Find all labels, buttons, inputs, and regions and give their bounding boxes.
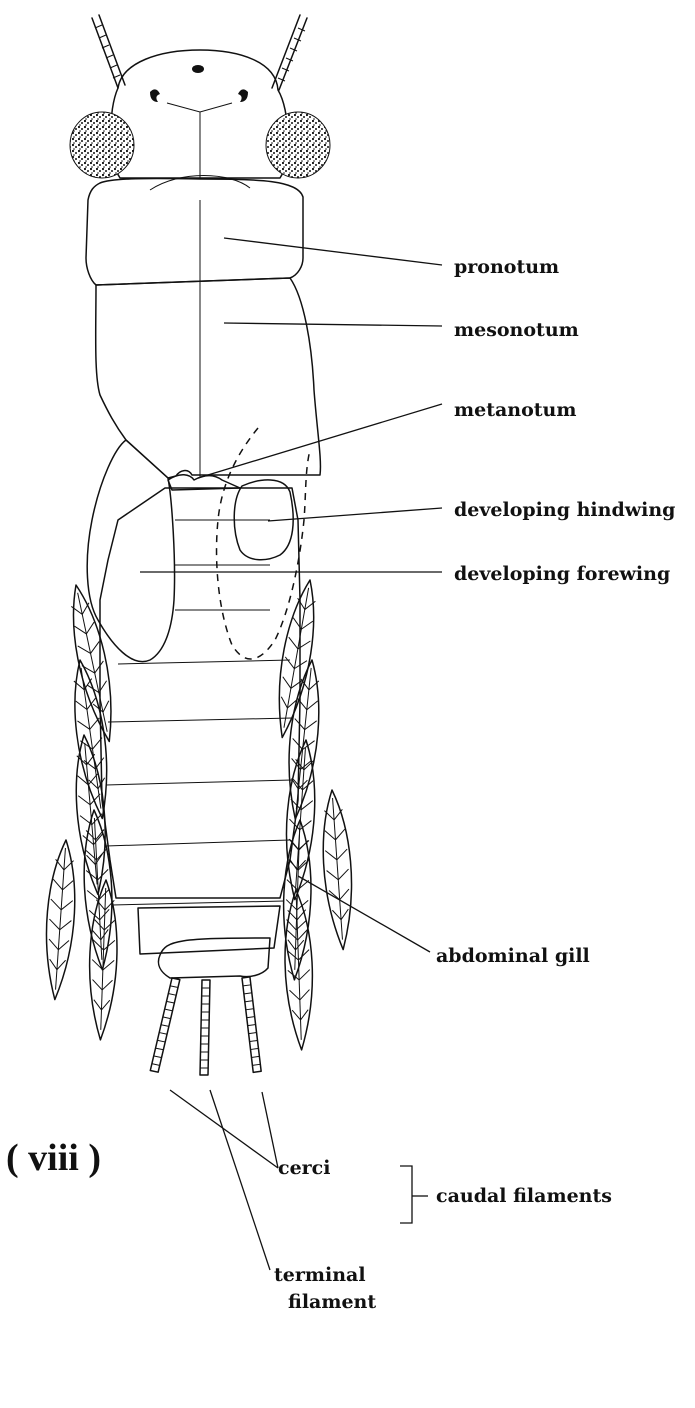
abdomen [100,488,300,978]
label-mesonotum: mesonotum [454,319,579,341]
label-terminal-filament-2: filament [288,1291,376,1313]
compound-eye-left [70,112,134,178]
wing-pad-outline-dashed [217,428,310,659]
antenna-left [92,15,125,88]
compound-eye-right [266,112,330,178]
terminal-filament [200,980,210,1075]
ocellus [192,65,204,73]
label-pronotum: pronotum [454,256,559,278]
abdominal-gills-left [41,582,122,1040]
label-caudal-filaments: caudal filaments [436,1185,612,1207]
mesonotum-segment [96,278,321,478]
label-developing-hindwing: developing hindwing [454,499,675,521]
head [70,50,330,178]
label-metanotum: metanotum [454,399,576,421]
label-developing-forewing: developing forewing [454,563,670,585]
label-cerci: cerci [278,1157,330,1179]
cercus-right [240,977,263,1072]
abdominal-gills-right [269,578,357,1051]
figure-number: ( viii ) [6,1137,101,1179]
label-abdominal-gill: abdominal gill [436,945,590,967]
leader-lines [140,238,442,1270]
antenna-right [272,15,307,90]
cercus-left [150,978,180,1073]
pronotum-segment [86,178,303,285]
label-terminal-filament-1: terminal [274,1264,366,1286]
